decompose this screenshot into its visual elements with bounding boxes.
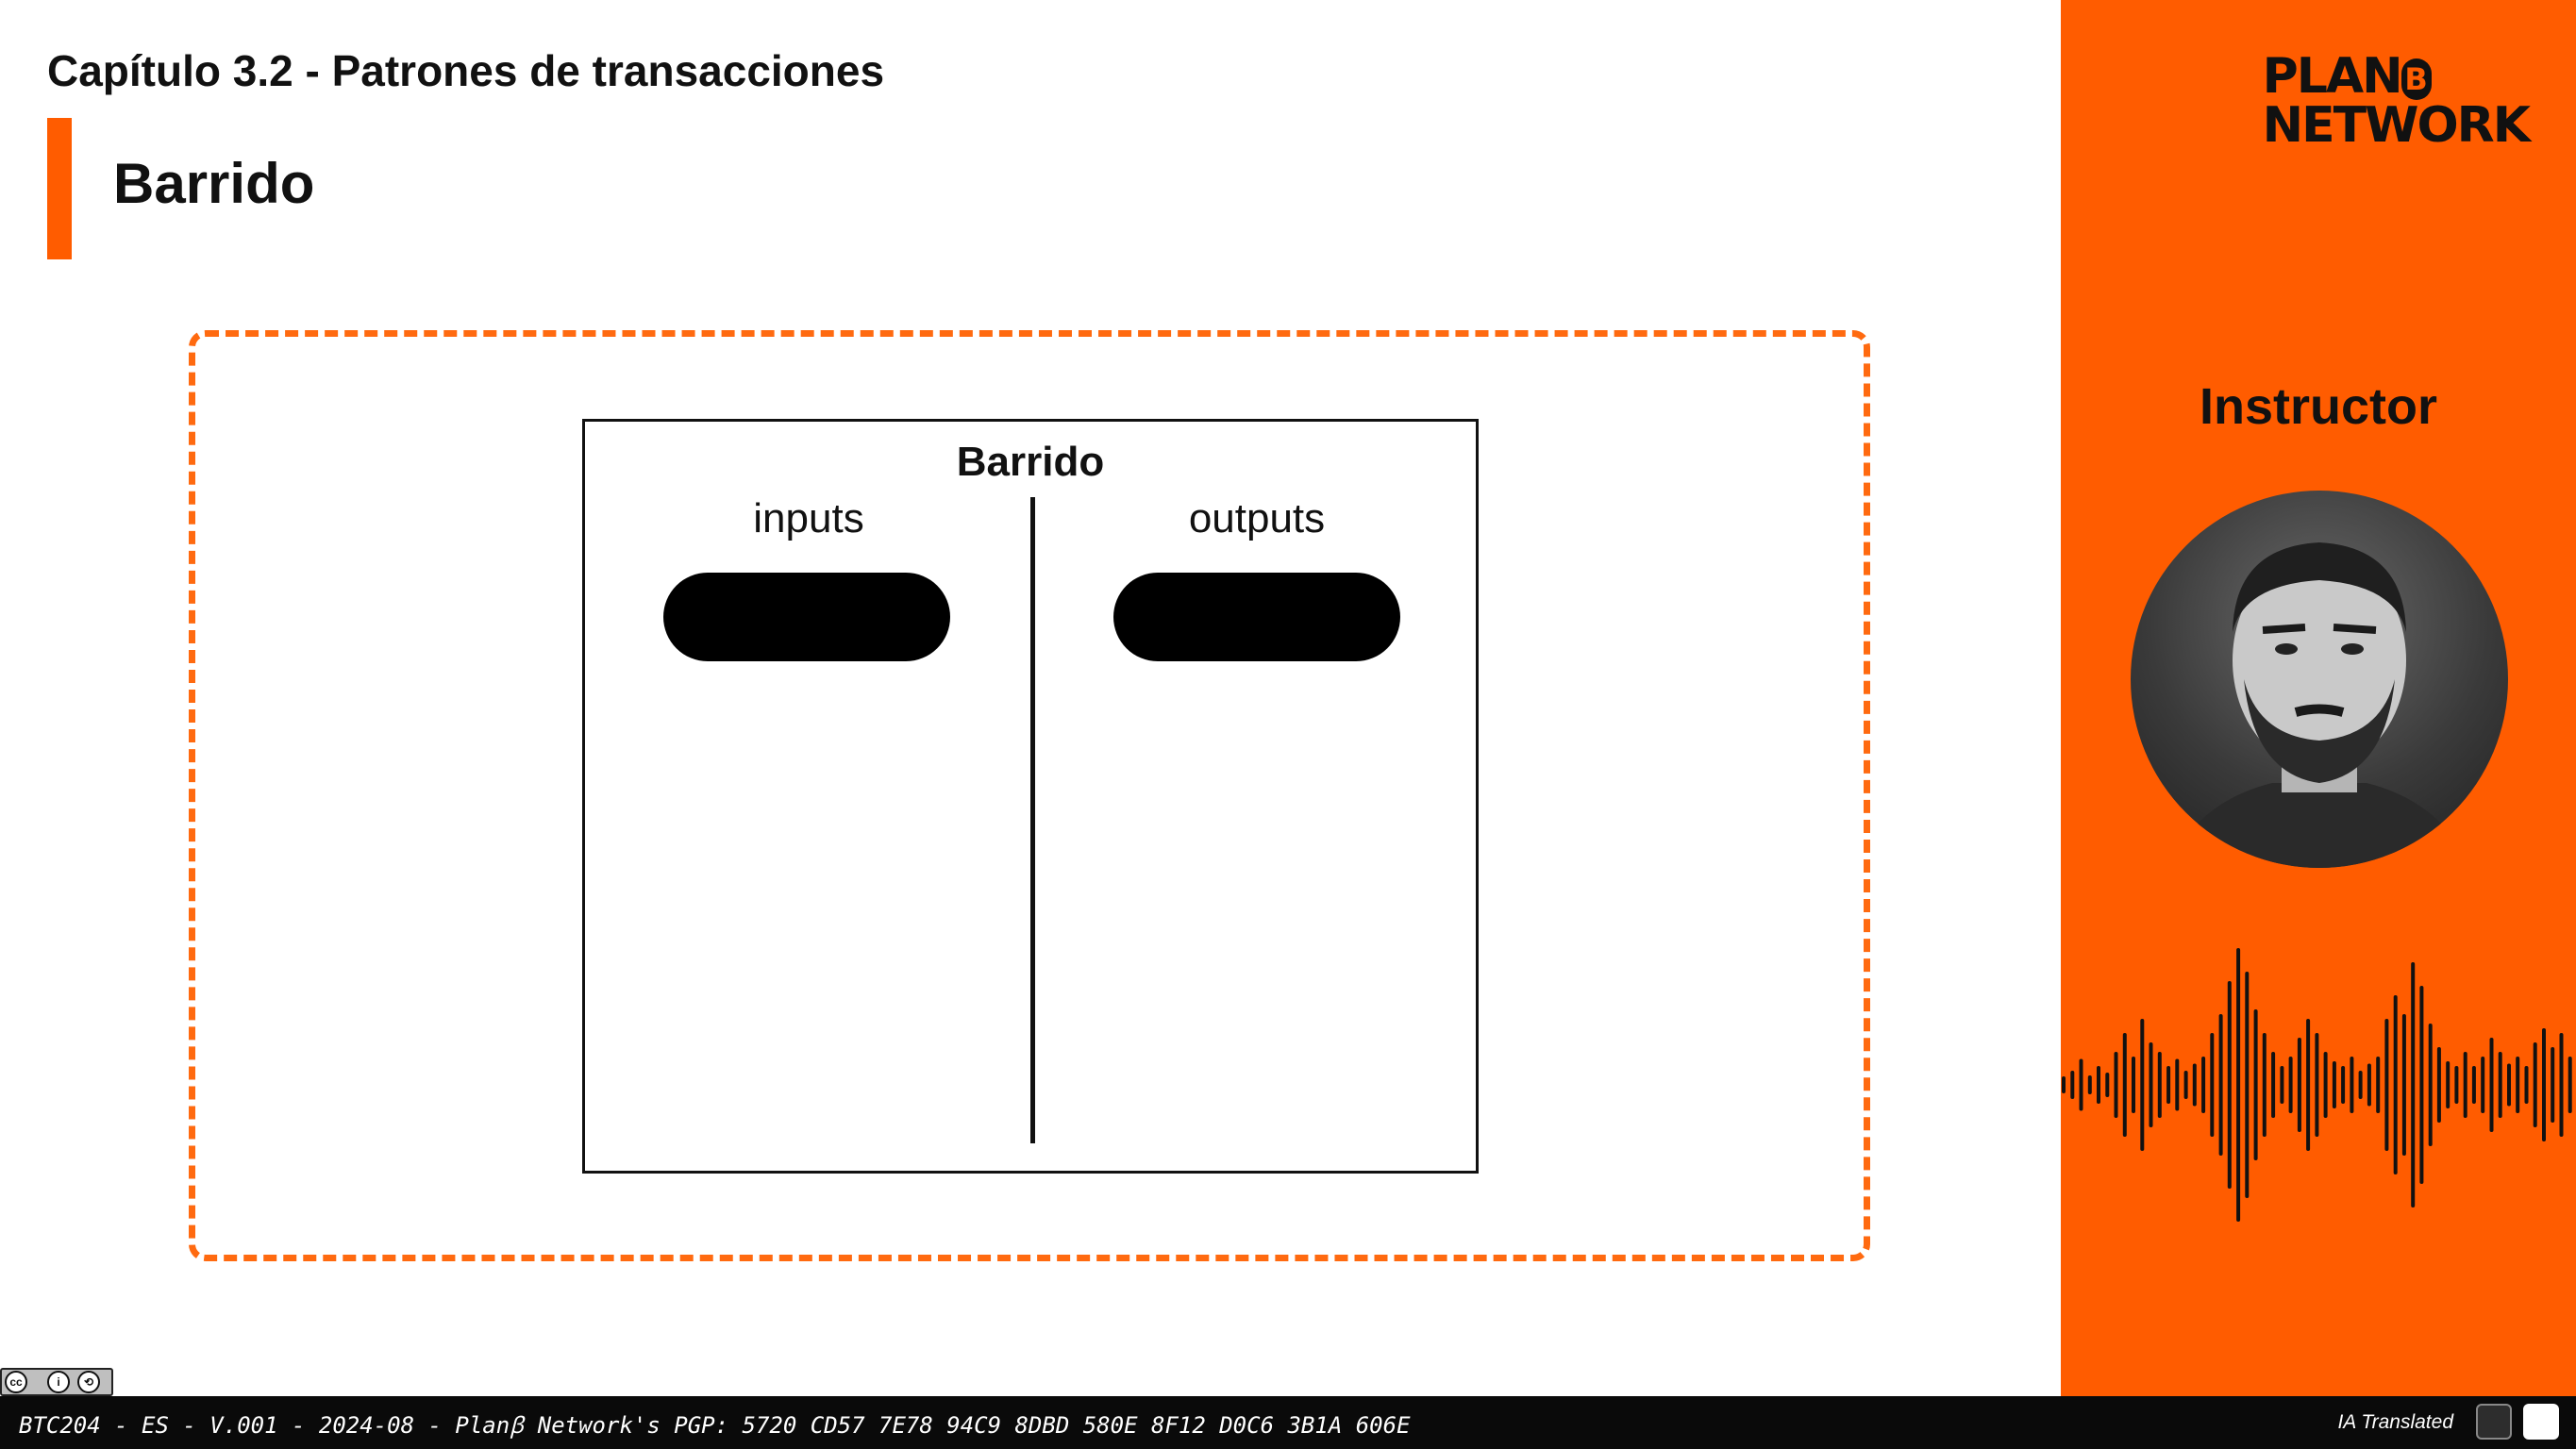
waveform-bar [2411, 962, 2416, 1208]
diagram-divider [1030, 497, 1035, 1143]
section-title: Barrido [113, 152, 315, 215]
waveform-bar [2507, 1063, 2511, 1107]
waveform-bar [2192, 1063, 2197, 1107]
waveform-bar [2350, 1057, 2354, 1113]
waveform-bar [2070, 1071, 2075, 1099]
logo-b-badge: B [2400, 58, 2432, 100]
waveform-bar [2132, 1057, 2135, 1113]
waveform-bar [2306, 1019, 2311, 1151]
waveform-bar [2114, 1052, 2118, 1118]
waveform-bar [2149, 1042, 2153, 1127]
waveform-bar [2280, 1066, 2284, 1104]
logo-network: NETWORK [2262, 97, 2531, 154]
waveform-bar [2358, 1071, 2363, 1099]
waveform-bar [2419, 986, 2424, 1184]
waveform-bar [2559, 1033, 2564, 1137]
waveform-bar [2463, 1052, 2467, 1118]
waveform-bar [2236, 948, 2241, 1222]
waveform-bar [2271, 1052, 2276, 1118]
waveform-bar [2122, 1033, 2127, 1137]
outputs-label: outputs [1188, 495, 1326, 541]
instructor-label: Instructor [2199, 378, 2438, 435]
waveform-bar [2227, 981, 2232, 1189]
waveform-bar [2087, 1075, 2092, 1094]
cc-icon: cc [5, 1371, 27, 1393]
waveform-bar [2166, 1066, 2171, 1104]
waveform-bar [2428, 1024, 2433, 1146]
waveform-bar [2568, 1057, 2572, 1113]
waveform-bar [2393, 995, 2398, 1174]
waveform-bar [2201, 1057, 2206, 1113]
logo-plan: PLAN [2262, 48, 2403, 105]
waveform-bar [2183, 1071, 2188, 1099]
waveform-bar [2542, 1028, 2546, 1141]
diagram-title: Barrido [956, 439, 1105, 485]
accent-bar [47, 118, 72, 259]
lab-logo-icon [2523, 1404, 2559, 1440]
footer-bar: BTC204 - ES - V.001 - 2024-08 - Planꞵ Ne… [0, 1396, 2576, 1449]
by-icon: i [47, 1371, 70, 1393]
waveform-bar [2376, 1057, 2381, 1113]
waveform-bar [2323, 1052, 2328, 1118]
dashed-frame [189, 330, 1870, 1261]
openai-icon [2476, 1404, 2512, 1440]
instructor-avatar [2131, 491, 2508, 868]
waveform-bar [2315, 1033, 2319, 1137]
transaction-diagram: Barrido inputs outputs [582, 419, 1479, 1174]
waveform-bar [2157, 1052, 2162, 1118]
waveform-bar [2367, 1063, 2371, 1107]
waveform-bar [2332, 1061, 2336, 1108]
cc-license-badge: cc i ⟲ [0, 1368, 113, 1396]
waveform-bar [2288, 1057, 2293, 1113]
waveform-bar [2253, 1009, 2258, 1160]
waveform-bar [2079, 1058, 2083, 1111]
waveform-bar [2218, 1014, 2223, 1156]
inputs-label: inputs [753, 495, 864, 541]
output-utxo [1113, 573, 1400, 661]
waveform-bar [2551, 1047, 2555, 1123]
waveform-bar [2341, 1066, 2346, 1104]
waveform-bar [2175, 1058, 2180, 1111]
waveform-bar [2436, 1047, 2441, 1123]
waveform-bar [2498, 1052, 2502, 1118]
waveform-bar [2262, 1033, 2267, 1137]
waveform-bar [2062, 1076, 2066, 1093]
waveform-bar [2489, 1038, 2494, 1132]
waveform-bar [2471, 1066, 2476, 1104]
audio-waveform [2062, 948, 2572, 1222]
waveform-bar [2245, 972, 2250, 1198]
waveform-bar [2454, 1066, 2459, 1104]
waveform-bar [2516, 1057, 2520, 1113]
waveform-bar [2481, 1057, 2485, 1113]
input-utxo [663, 573, 950, 661]
waveform-bar [2210, 1033, 2215, 1137]
sa-icon: ⟲ [77, 1371, 100, 1393]
waveform-bar [2297, 1038, 2301, 1132]
waveform-bar [2384, 1019, 2389, 1151]
waveform-bar [2524, 1066, 2529, 1104]
waveform-bar [2105, 1073, 2110, 1097]
waveform-bar [2533, 1042, 2537, 1127]
waveform-bar [2140, 1019, 2145, 1151]
footer-text: BTC204 - ES - V.001 - 2024-08 - Planꞵ Ne… [19, 1412, 1411, 1439]
waveform-bar [2097, 1066, 2100, 1104]
waveform-bar [2401, 1014, 2406, 1156]
ia-translated-label: IA Translated [2337, 1411, 2453, 1433]
chapter-title: Capítulo 3.2 - Patrones de transacciones [47, 46, 885, 95]
waveform-bar [2446, 1061, 2451, 1108]
